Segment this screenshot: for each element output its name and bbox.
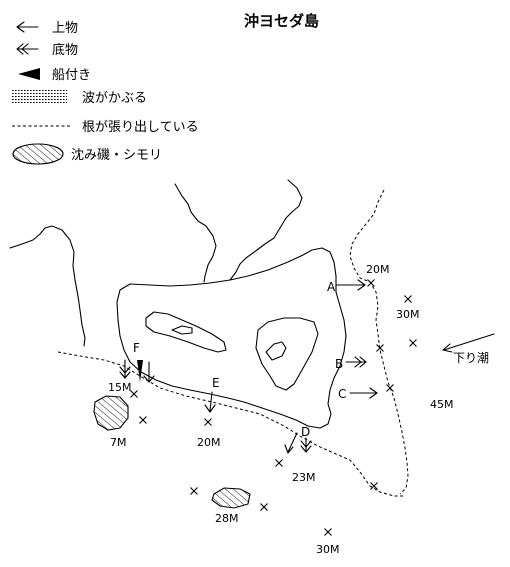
- depth-cross-icon: [409, 339, 417, 347]
- depth-cross-icon: [367, 279, 375, 287]
- point-a-arrow: [335, 279, 366, 291]
- depth-cross-icon: [190, 487, 198, 495]
- tide-arrow-icon: [442, 333, 495, 353]
- point-labels: A B C D E F: [133, 280, 346, 439]
- arrow-left-icon: [16, 21, 39, 33]
- fishing-point-arrows: [119, 279, 378, 454]
- point-label-b: B: [335, 357, 343, 371]
- depth-label: 20M: [366, 263, 390, 276]
- depth-cross-icon: [404, 295, 412, 303]
- hatched-ellipse-icon: [12, 143, 64, 165]
- legend-label: 沈み磯・シモリ: [71, 148, 162, 163]
- boat-landing-wedge-icon: [137, 360, 143, 382]
- depth-label: 7M: [110, 436, 127, 449]
- depth-cross-icon: [376, 344, 384, 352]
- legend-label: 波がかぶる: [82, 91, 147, 106]
- depth-label: 30M: [396, 308, 420, 321]
- point-label-a: A: [327, 280, 336, 294]
- point-c-arrow: [349, 387, 378, 399]
- legend-label: 底物: [52, 42, 78, 58]
- legend-item-shizumiiso: 沈み磯・シモリ: [12, 143, 162, 165]
- depth-label: 28M: [215, 512, 239, 525]
- legend-item-kamimono: 上物: [16, 21, 78, 36]
- depth-cross-icon: [204, 418, 212, 426]
- depth-markers: [130, 279, 417, 536]
- map-title: 沖ヨセダ島: [244, 12, 319, 30]
- point-label-d: D: [301, 425, 310, 439]
- depth-label: 20M: [197, 436, 221, 449]
- submerged-rock: [93, 395, 129, 431]
- island-contours: [145, 311, 319, 391]
- double-arrow-left-icon: [16, 43, 39, 55]
- depth-label: 45M: [430, 398, 454, 411]
- point-label-c: C: [338, 387, 346, 401]
- depth-cross-icon: [130, 390, 138, 398]
- point-label-e: E: [212, 376, 220, 390]
- point-f-arrows: [119, 359, 155, 383]
- legend-item-funatsuki: 船付き: [18, 68, 91, 83]
- legend-item-ne: 根が張り出している: [12, 120, 199, 135]
- legend-label: 上物: [52, 21, 78, 36]
- depth-cross-icon: [260, 503, 268, 511]
- depth-label: 30M: [316, 543, 340, 556]
- point-d-arrows: [284, 432, 312, 454]
- legend-label: 根が張り出している: [82, 120, 199, 135]
- coast-west: [9, 225, 86, 347]
- coast-center: [174, 183, 217, 283]
- depth-cross-icon: [275, 459, 283, 467]
- depth-label: 15M: [108, 381, 132, 394]
- wedge-icon: [18, 68, 40, 80]
- legend-label: 船付き: [52, 68, 91, 83]
- coast-east: [229, 179, 303, 281]
- tide-indicator: 下り潮: [442, 333, 495, 365]
- depth-cross-icon: [139, 416, 147, 424]
- wave-pattern-icon: [12, 90, 67, 103]
- point-b-arrow: [345, 356, 367, 368]
- coastline: [9, 179, 303, 347]
- depth-cross-icon: [386, 384, 394, 392]
- depth-cross-icon: [370, 482, 378, 490]
- legend-item-nami: 波がかぶる: [12, 90, 147, 106]
- legend: 上物 底物 船付き 波がかぶる 根が張り出している 沈み磯・シモリ: [12, 21, 199, 165]
- legend-item-sokomono: 底物: [16, 42, 78, 58]
- reef-dashed-lines: [57, 189, 409, 497]
- submerged-rock: [211, 487, 251, 509]
- point-label-f: F: [133, 341, 140, 355]
- tide-label: 下り潮: [453, 350, 489, 365]
- depth-labels: 20M 30M 45M 15M 7M 20M 23M 28M 30M: [108, 263, 454, 556]
- depth-cross-icon: [324, 528, 332, 536]
- depth-label: 23M: [292, 471, 316, 484]
- point-e-arrow: [204, 391, 216, 413]
- main-island: [116, 247, 347, 429]
